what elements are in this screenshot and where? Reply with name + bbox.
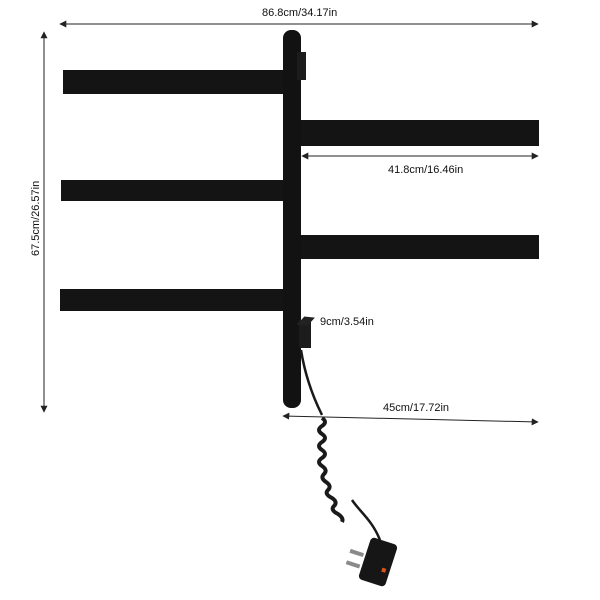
total-height-label: 67.5cm/26.57in	[30, 180, 42, 256]
plug-cable	[350, 499, 382, 541]
power-cable	[299, 349, 324, 416]
span-line	[282, 412, 539, 426]
plug-indicator-light	[381, 567, 387, 573]
total-width-label: 86.8cm/34.17in	[262, 7, 338, 19]
wall-bracket-bottom	[299, 320, 311, 348]
wall-bracket-top	[297, 52, 306, 80]
span-label: 45cm/17.72in	[383, 402, 450, 414]
left-arm-top	[63, 70, 285, 94]
plug-prong-upper	[349, 548, 365, 558]
right-arm-top	[300, 120, 539, 146]
left-arm-middle	[61, 180, 285, 201]
coiled-cable	[317, 416, 345, 523]
left-arm-bottom	[60, 289, 285, 311]
plug-body	[358, 537, 398, 587]
arm-length-label: 41.8cm/16.46in	[388, 164, 464, 176]
plug-prong-lower	[345, 560, 361, 569]
depth-line	[297, 316, 315, 326]
right-arm-bottom	[300, 235, 539, 259]
depth-label: 9cm/3.54in	[320, 316, 374, 328]
vertical-pole	[283, 30, 301, 408]
